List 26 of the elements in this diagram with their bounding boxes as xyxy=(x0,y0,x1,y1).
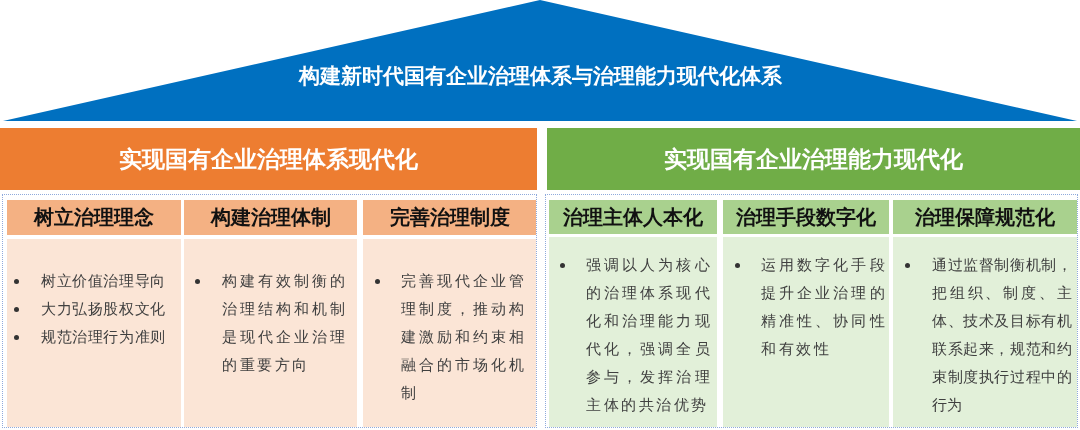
content-panel xyxy=(184,239,357,427)
bullet-text: 强调以人为核心的治理体系现代化和治理能力现代化，强调全员参与，发挥治理主体的共治优势 xyxy=(586,255,712,416)
bullet-text: 完善现代企业管理制度，推动构建激励和约束相融合的市场化机制 xyxy=(401,271,527,404)
content-panel xyxy=(7,239,181,427)
content-panel xyxy=(723,237,889,427)
bullet-text: 树立价值治理导向 xyxy=(41,271,167,292)
column-header: 治理主体人本化 xyxy=(549,200,717,234)
content-panel xyxy=(363,239,536,427)
dotted-frame xyxy=(545,194,1078,428)
content-panel xyxy=(893,237,1077,427)
column-header: 完善治理制度 xyxy=(363,200,536,235)
bullet-text: 构建有效制衡的治理结构和机制是现代企业治理的重要方向 xyxy=(222,271,348,376)
column-header: 树立治理理念 xyxy=(7,200,181,235)
dotted-frame xyxy=(2,194,537,428)
roof-shape xyxy=(3,0,1077,121)
column-header: 治理手段数字化 xyxy=(723,200,889,234)
content-panel xyxy=(549,237,717,427)
section-banner: 实现国有企业治理能力现代化 xyxy=(547,128,1080,190)
column-header: 构建治理体制 xyxy=(184,200,357,235)
bullet-text: 规范治理行为准则 xyxy=(41,327,167,348)
roof-title: 构建新时代国有企业治理体系与治理能力现代化体系 xyxy=(297,63,783,90)
column-header: 治理保障规范化 xyxy=(893,200,1077,234)
bullet-text: 运用数字化手段提升企业治理的精准性、协同性和有效性 xyxy=(761,255,887,360)
bullet-text: 通过监督制衡机制，把组织、制度、主体、技术及目标有机联系起来，规范和约束制度执行过程中的行为 xyxy=(932,255,1072,416)
bullet-text: 大力弘扬股权文化 xyxy=(41,299,167,320)
section-banner: 实现国有企业治理体系现代化 xyxy=(0,128,537,190)
